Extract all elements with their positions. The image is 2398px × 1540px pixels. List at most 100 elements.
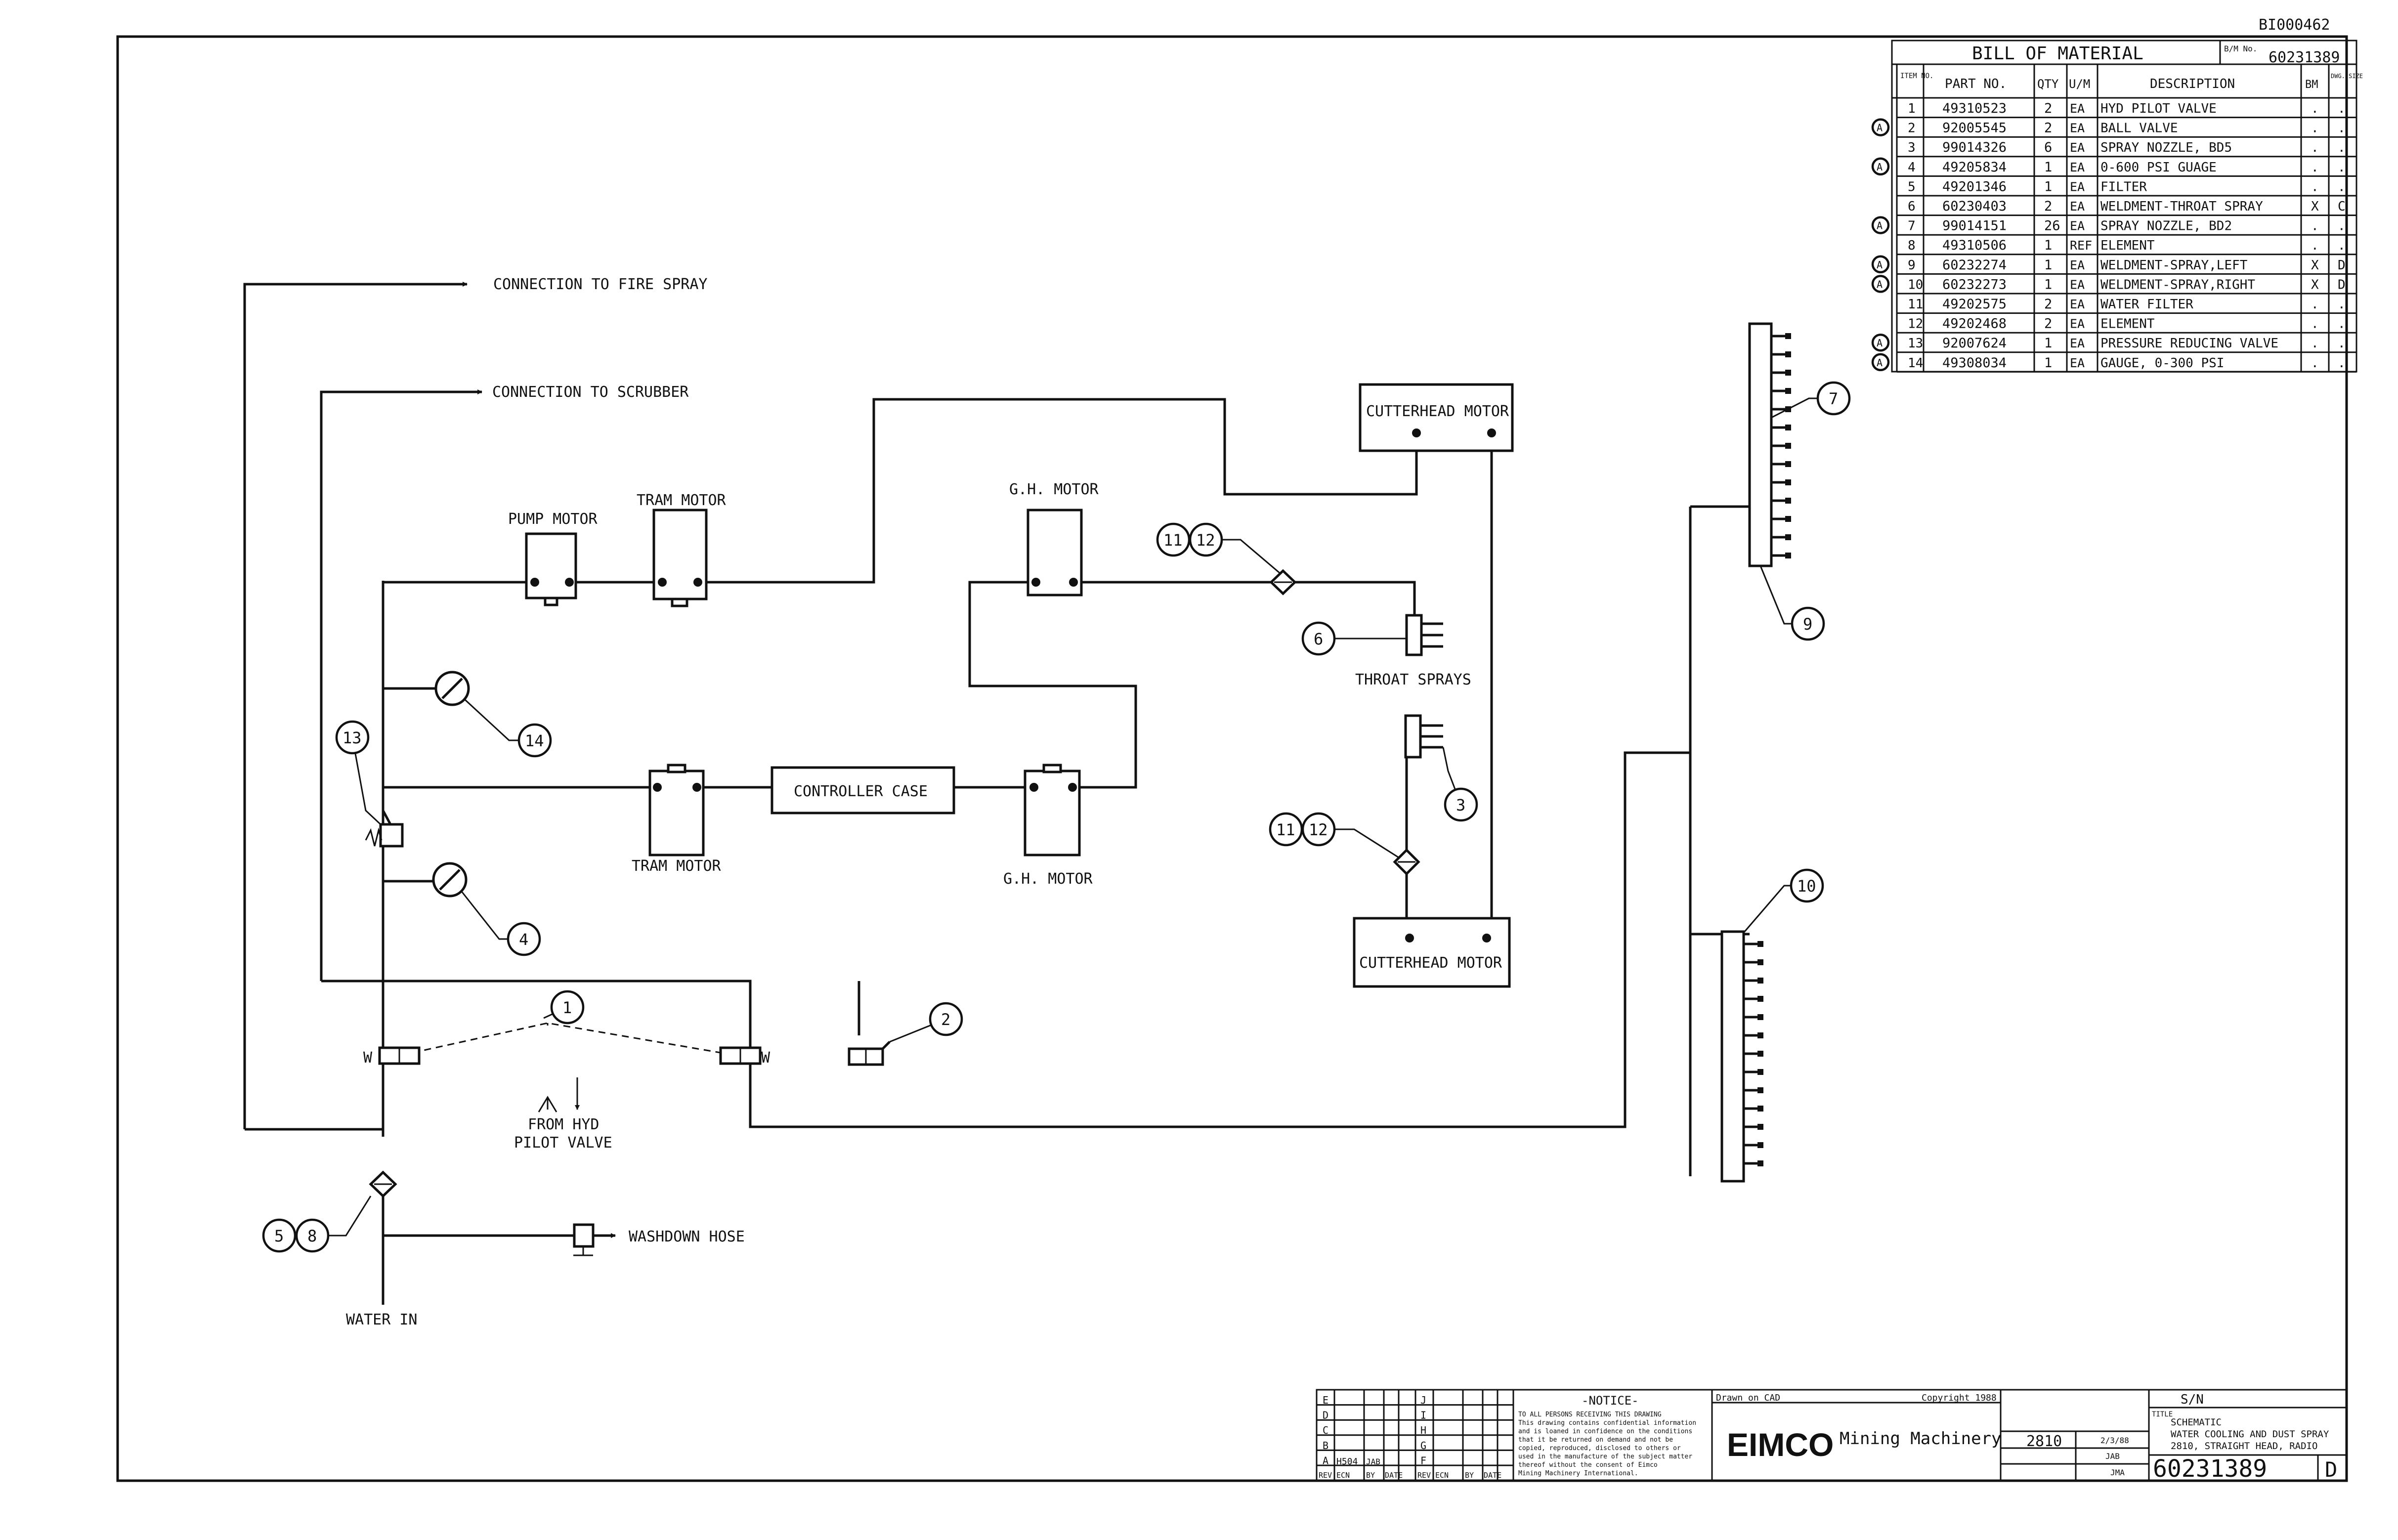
rev-header: ECN	[1435, 1471, 1449, 1480]
bom-bm: .	[2311, 219, 2319, 234]
bom-bm: .	[2311, 238, 2319, 253]
bom-qty: 26	[2044, 218, 2060, 234]
bom-um: EA	[2070, 140, 2085, 155]
label-pump-motor: PUMP MOTOR	[508, 511, 598, 528]
revision-marker	[1871, 118, 1890, 136]
nozzle-tip	[1785, 498, 1791, 504]
bom-um: EA	[2070, 258, 2085, 272]
nozzle-tip	[1785, 388, 1791, 394]
gauge-4	[432, 862, 468, 898]
filter-bottom	[1393, 848, 1420, 876]
spray-manifold-left	[1748, 322, 1791, 567]
bom-part-no: 49202575	[1942, 297, 2007, 312]
bom-bm: .	[2311, 317, 2319, 332]
bom-part-no: 92007624	[1942, 336, 2007, 351]
callout-14: 14	[525, 731, 544, 750]
nozzle-tip	[1785, 351, 1791, 357]
spray-manifold-right	[1720, 930, 1763, 1183]
bom-header-bm: BM	[2305, 79, 2318, 91]
bom-item-no: 14	[1908, 356, 1923, 371]
callout-11-bottom: 11	[1276, 820, 1295, 839]
nozzle-tip	[1757, 1124, 1763, 1130]
nozzle-tip	[1757, 1142, 1763, 1148]
bom-dwg-size: D	[2338, 258, 2346, 273]
throat-spray-bottom	[1404, 714, 1443, 759]
bom-qty: 2	[2044, 101, 2052, 116]
nozzle-tip	[1757, 978, 1763, 984]
copyright: Copyright 1988	[1922, 1393, 1997, 1403]
bom-part-no: 49201346	[1942, 179, 2007, 194]
bom-description: BALL VALVE	[2100, 121, 2178, 136]
revision-marker	[1871, 255, 1890, 274]
label-water-in: WATER IN	[346, 1311, 418, 1328]
bom-header-um: U/M	[2069, 77, 2090, 91]
notice-title: -NOTICE-	[1582, 1394, 1639, 1408]
callout-7: 7	[1829, 389, 1838, 408]
revision-letter: A	[1877, 220, 1883, 232]
revision-marker	[1871, 353, 1890, 372]
label-scrubber: CONNECTION TO SCRUBBER	[492, 384, 689, 401]
bom-part-no: 99014326	[1942, 140, 2007, 155]
nozzle-tip	[1757, 1087, 1763, 1093]
notice-line: used in the manufacture of the subject m…	[1518, 1453, 1692, 1460]
pilot-valve-right: W	[719, 1046, 771, 1067]
drawn-by: JAB	[2105, 1452, 2120, 1461]
bill-of-material: BILL OF MATERIAL B/M No. 60231389 ITEM N…	[1871, 40, 2363, 373]
rev-letter: I	[1420, 1410, 1426, 1421]
callout-13: 13	[343, 728, 362, 747]
bom-dwg-size: .	[2338, 179, 2346, 194]
s-n-label: S/N	[2181, 1392, 2204, 1407]
checked-by: JMA	[2110, 1468, 2125, 1477]
drawn-on: Drawn on CAD	[1716, 1393, 1780, 1403]
bom-item-no: 2	[1908, 121, 1916, 136]
bom-um: EA	[2070, 317, 2085, 331]
bom-description: WELDMENT-SPRAY,LEFT	[2100, 258, 2248, 273]
bom-part-no: 49202468	[1942, 316, 2007, 332]
sheet-border	[116, 35, 2348, 1482]
nozzle-tip	[1785, 461, 1791, 467]
bom-item-no: 11	[1908, 297, 1923, 312]
bom-description: WELDMENT-SPRAY,RIGHT	[2100, 277, 2255, 292]
nozzle-tip	[1785, 333, 1791, 339]
nozzle-tip	[1785, 443, 1791, 449]
pilot-valve-left: W	[363, 1046, 421, 1067]
bom-part-no: 60230403	[1942, 199, 2007, 214]
bom-qty: 1	[2044, 179, 2052, 194]
revision-marker	[1871, 275, 1890, 293]
bom-dwg-size: .	[2338, 101, 2346, 116]
bom-dwg-size: .	[2338, 219, 2346, 234]
rev-header: BY	[1465, 1471, 1474, 1480]
nozzle-tip	[1785, 370, 1791, 376]
notice-line: that it be returned on demand and not be	[1518, 1436, 1673, 1444]
label-throat-sprays: THROAT SPRAYS	[1355, 671, 1471, 688]
nozzle-tip	[1757, 1014, 1763, 1020]
rev-header: ECN	[1336, 1471, 1350, 1480]
bom-description: ELEMENT	[2100, 317, 2155, 332]
tram-motor-bottom: TRAM MOTOR	[632, 764, 722, 875]
bom-part-no: 99014151	[1942, 218, 2007, 234]
bom-no-label: B/M No.	[2224, 44, 2257, 53]
bom-bm: .	[2311, 297, 2319, 312]
nozzle-tip	[1757, 1051, 1763, 1057]
pressure-reducing-valve	[365, 810, 404, 848]
bom-part-no: 60232274	[1942, 257, 2007, 273]
bom-part-no: 49310506	[1942, 238, 2007, 253]
bom-dwg-size: .	[2338, 317, 2346, 332]
bom-description: FILTER	[2100, 179, 2147, 194]
rev-letter: C	[1323, 1424, 1328, 1436]
drawing-id: BI000462	[2259, 16, 2330, 34]
bom-bm: .	[2311, 140, 2319, 155]
bom-um: EA	[2070, 179, 2085, 194]
callout-10: 10	[1797, 877, 1816, 896]
rev-by: JAB	[1366, 1457, 1380, 1466]
bom-item-no: 5	[1908, 179, 1916, 194]
label-from-hyd: FROM HYD	[528, 1116, 600, 1133]
callout-11-top: 11	[1163, 531, 1183, 550]
revision-marker	[1871, 333, 1890, 352]
bom-um: EA	[2070, 160, 2085, 174]
drawing-number: 60231389	[2153, 1455, 2267, 1483]
bom-item-no: 3	[1908, 140, 1916, 155]
